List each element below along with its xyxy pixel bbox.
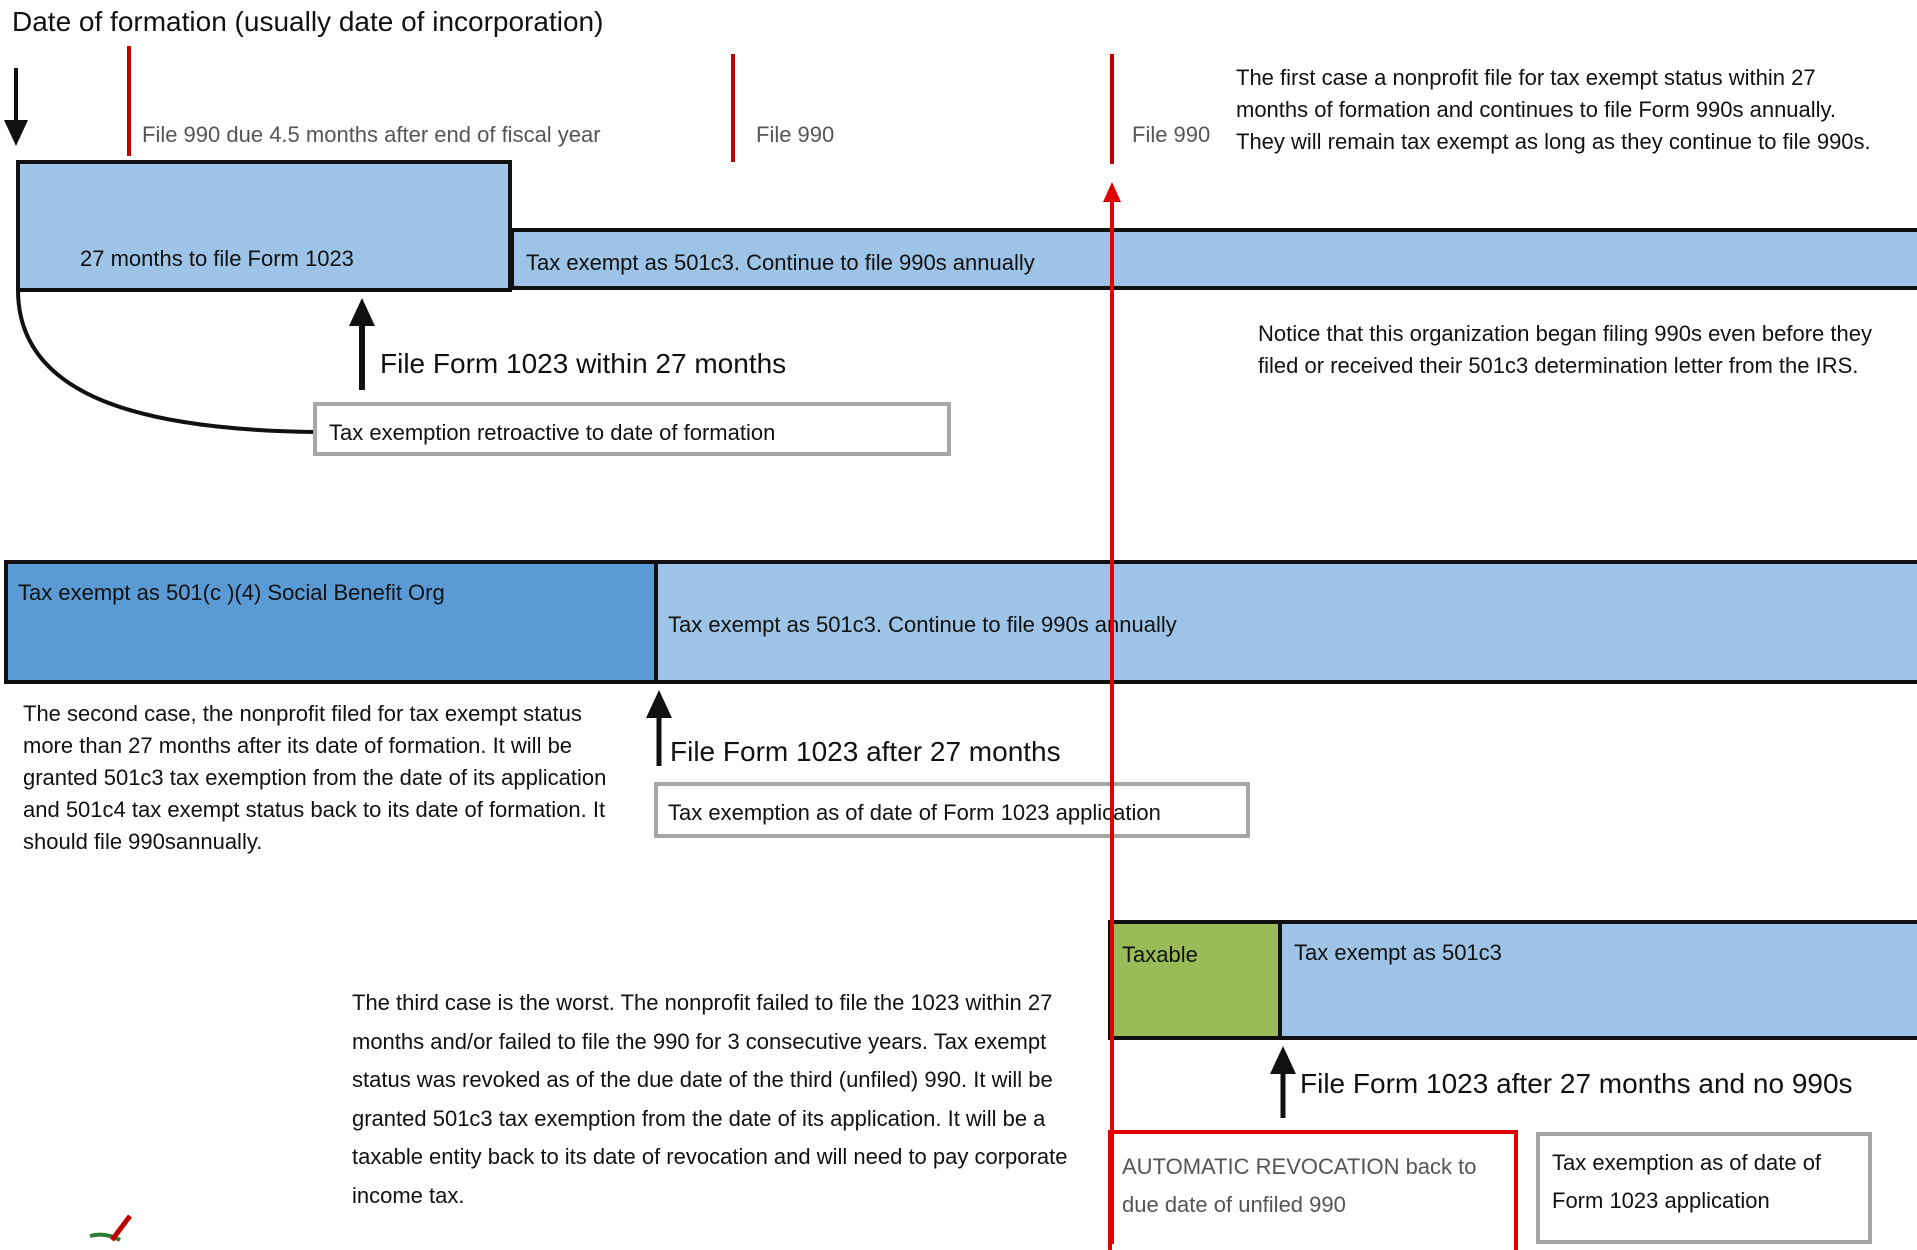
bar-taxable: Taxable — [1108, 920, 1284, 1040]
case1-arrow-label: File Form 1023 within 27 months — [380, 348, 787, 379]
case3-callout-text: Tax exemption as of date of Form 1023 ap… — [1552, 1150, 1822, 1213]
bar-case2-exempt-label: Tax exempt as 501c3. Continue to file 99… — [668, 612, 1177, 637]
case2-callout: Tax exemption as of date of Form 1023 ap… — [654, 782, 1250, 838]
bar-taxable-label: Taxable — [1122, 942, 1198, 967]
bar-501c4: Tax exempt as 501(c )(4) Social Benefit … — [4, 560, 660, 684]
marker-line-2 — [731, 54, 735, 162]
case1-note-side: Notice that this organization began fili… — [1258, 321, 1872, 378]
case2-callout-text: Tax exemption as of date of Form 1023 ap… — [668, 800, 1161, 825]
revocation-text: AUTOMATIC REVOCATION back to due date of… — [1122, 1154, 1477, 1217]
bar-27-months: 27 months to file Form 1023 — [16, 160, 512, 292]
bar-case2-exempt: Tax exempt as 501c3. Continue to file 99… — [654, 560, 1917, 684]
bar-27-months-label: 27 months to file Form 1023 — [80, 246, 354, 271]
case2-up-arrow — [646, 690, 672, 766]
case1-callout-text: Tax exemption retroactive to date of for… — [329, 420, 776, 445]
case2-arrow-label: File Form 1023 after 27 months — [670, 736, 1061, 767]
case1-up-arrow — [349, 298, 375, 390]
formation-label: Date of formation (usually date of incor… — [12, 6, 604, 37]
file990-second-label: File 990 — [756, 122, 835, 147]
bar-case3-exempt-label: Tax exempt as 501c3 — [1294, 940, 1502, 965]
marker-line-3 — [1110, 54, 1114, 164]
file990-third-label: File 990 — [1132, 122, 1211, 147]
case3-callout: Tax exemption as of date of Form 1023 ap… — [1536, 1132, 1872, 1244]
case2-note: The second case, the nonprofit filed for… — [23, 701, 607, 854]
marker-line-1 — [127, 46, 131, 156]
case3-note: The third case is the worst. The nonprof… — [352, 990, 1068, 1208]
file990-due-label: File 990 due 4.5 months after end of fis… — [142, 122, 601, 147]
case1-callout: Tax exemption retroactive to date of for… — [313, 402, 951, 456]
case3-up-arrow — [1270, 1046, 1296, 1118]
bar-case3-exempt: Tax exempt as 501c3 — [1278, 920, 1917, 1040]
case1-note-top: The first case a nonprofit file for tax … — [1236, 65, 1871, 154]
case3-arrow-label: File Form 1023 after 27 months and no 99… — [1300, 1068, 1853, 1099]
revocation-box: AUTOMATIC REVOCATION back to due date of… — [1108, 1130, 1518, 1250]
logo-mark — [89, 1214, 132, 1242]
retroactive-curve — [16, 289, 317, 434]
bar-501c4-label: Tax exempt as 501(c )(4) Social Benefit … — [18, 580, 445, 605]
bar-case1-exempt-label: Tax exempt as 501c3. Continue to file 99… — [526, 250, 1035, 275]
bar-case1-exempt: Tax exempt as 501c3. Continue to file 99… — [510, 228, 1917, 290]
formation-down-arrow — [4, 68, 28, 146]
